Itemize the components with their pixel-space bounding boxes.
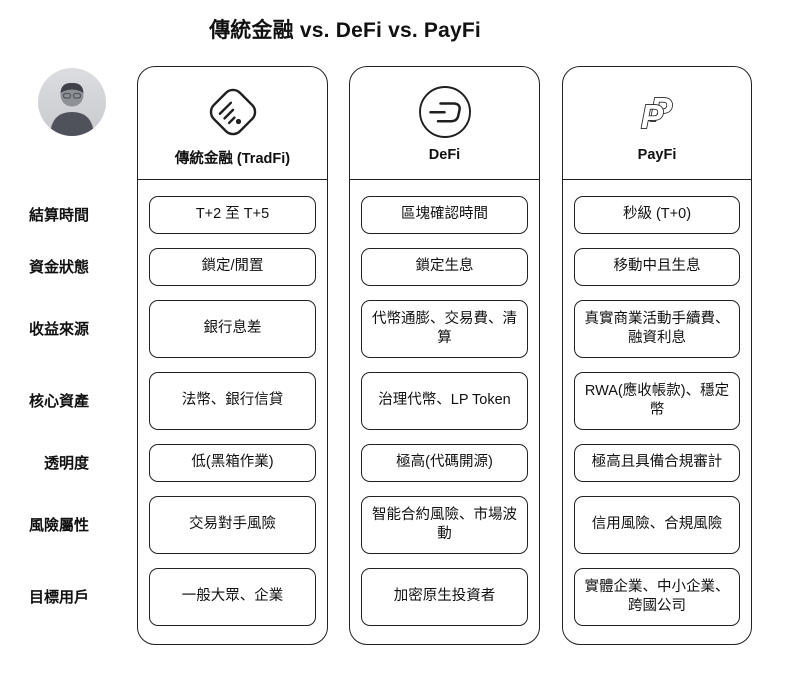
tradfi-settlement-time: T+2 至 T+5: [149, 196, 316, 234]
row-label-target-users: 目標用戶: [29, 588, 90, 606]
row-labels-column: 結算時間 資金狀態 收益來源 核心資產 透明度 風險屬性 目標用戶: [18, 66, 100, 641]
column-card-defi: DeFi 區塊確認時間 鎖定生息 代幣通膨、交易費、清算 治理代幣、LP Tok…: [349, 66, 540, 645]
defi-target-users: 加密原生投資者: [361, 568, 528, 626]
defi-risk-profile: 智能合約風險、市場波動: [361, 496, 528, 554]
column-card-tradfi: 傳統金融 (TradFi) T+2 至 T+5 鎖定/閒置 銀行息差 法幣、銀行…: [137, 66, 328, 645]
svg-text:P: P: [650, 91, 673, 128]
payfi-risk-profile: 信用風險、合規風險: [574, 496, 740, 554]
defi-fund-status: 鎖定生息: [361, 248, 528, 286]
payfi-fund-status: 移動中且生息: [574, 248, 740, 286]
profile-photo-icon: [38, 68, 106, 136]
svg-text:P: P: [641, 98, 664, 135]
tradfi-core-assets: 法幣、銀行信貸: [149, 372, 316, 430]
defi-header: DeFi: [350, 67, 539, 180]
row-label-risk-profile: 風險屬性: [29, 516, 90, 534]
row-label-transparency: 透明度: [43, 454, 89, 472]
row-label-settlement-time: 結算時間: [29, 206, 90, 224]
tradfi-target-users: 一般大眾、企業: [149, 568, 316, 626]
page-title: 傳統金融 vs. DeFi vs. PayFi: [209, 19, 481, 42]
payfi-core-assets: RWA(應收帳款)、穩定幣: [574, 372, 740, 430]
tradfi-fund-status: 鎖定/閒置: [149, 248, 316, 286]
column-card-payfi: P P PayFi 秒級 (T+0) 移動中且生息 真實商業活動手續費、融資利息…: [562, 66, 752, 645]
payfi-yield-source: 真實商業活動手續費、融資利息: [574, 300, 740, 358]
defi-transparency: 極高(代碼開源): [361, 444, 528, 482]
column-title-defi: DeFi: [428, 147, 461, 163]
payfi-transparency: 極高且具備合規審計: [574, 444, 740, 482]
payfi-header: P P PayFi: [563, 67, 751, 180]
avatar: [38, 68, 106, 136]
dash-coin-icon: [417, 84, 473, 140]
tradfi-header: 傳統金融 (TradFi): [138, 67, 327, 180]
row-label-fund-status: 資金狀態: [29, 258, 90, 276]
statement-document-icon: [205, 84, 261, 140]
defi-settlement-time: 區塊確認時間: [361, 196, 528, 234]
row-label-core-assets: 核心資產: [29, 392, 90, 410]
row-label-yield-source: 收益來源: [29, 320, 90, 338]
defi-core-assets: 治理代幣、LP Token: [361, 372, 528, 430]
tradfi-risk-profile: 交易對手風險: [149, 496, 316, 554]
column-title-payfi: PayFi: [637, 147, 677, 163]
payfi-settlement-time: 秒級 (T+0): [574, 196, 740, 234]
paypal-icon: P P: [629, 84, 685, 140]
tradfi-yield-source: 銀行息差: [149, 300, 316, 358]
defi-yield-source: 代幣通膨、交易費、清算: [361, 300, 528, 358]
tradfi-transparency: 低(黑箱作業): [149, 444, 316, 482]
payfi-target-users: 實體企業、中小企業、跨國公司: [574, 568, 740, 626]
label-column-spacer: [18, 66, 100, 179]
column-title-tradfi: 傳統金融 (TradFi): [174, 151, 291, 167]
